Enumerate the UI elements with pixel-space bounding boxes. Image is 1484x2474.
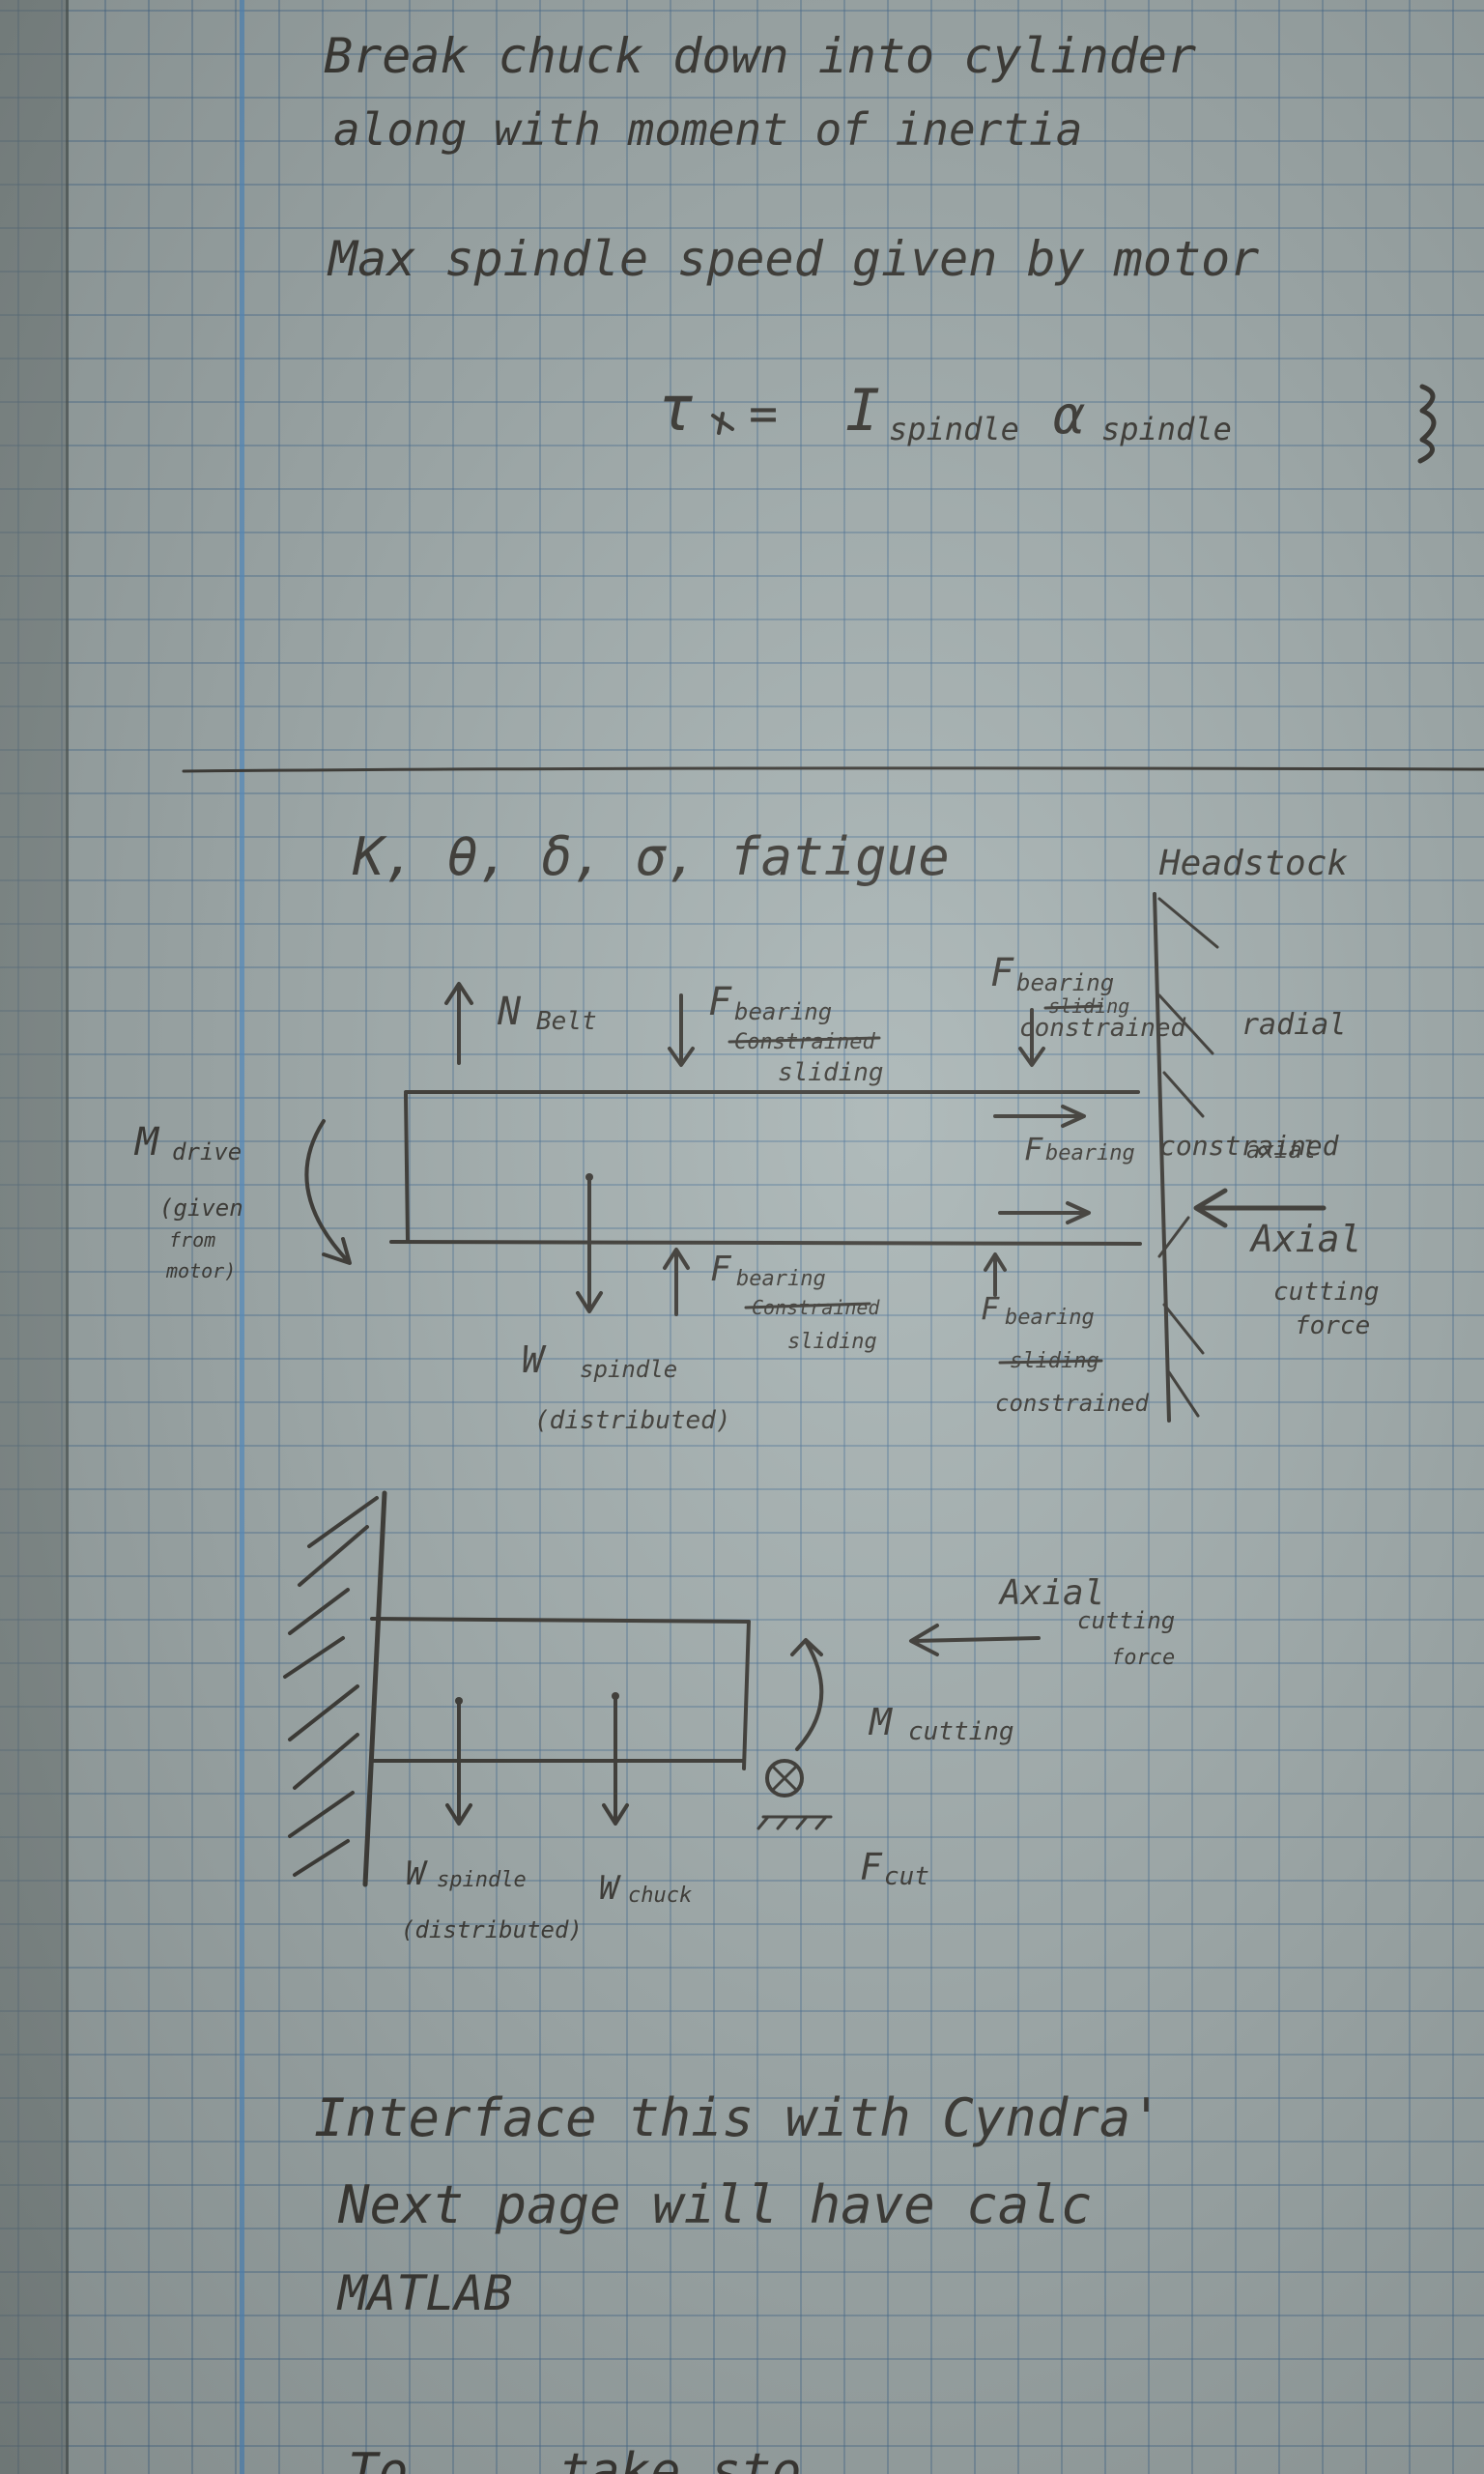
axial-cutting-arrow-2 — [909, 1624, 1041, 1656]
axial-cutting-2-label-2: cutting — [1077, 1607, 1175, 1634]
m-drive-note-2: from — [169, 1228, 215, 1251]
note-line-1: Break chuck down into cylinder — [324, 28, 1196, 84]
w-spindle-arrow — [576, 1177, 603, 1313]
equals-sign: = — [749, 386, 778, 442]
axial-arrow-lower — [998, 1201, 1091, 1224]
f-bearing-top-subscript: bearing — [734, 998, 832, 1025]
ground-hatching — [756, 1815, 833, 1830]
m-cutting-subscript: cutting — [908, 1717, 1014, 1746]
parameters-line: K, θ, δ, σ, fatigue — [352, 826, 950, 887]
headstock-wall — [1153, 892, 1171, 1423]
spindle-bottom-edge — [389, 1240, 1142, 1246]
m-drive-label: M — [133, 1120, 160, 1165]
note-line-2: along with moment of inertia — [333, 103, 1082, 156]
alpha-subscript: spindle — [1101, 411, 1232, 447]
radial-label: radial — [1241, 1008, 1346, 1042]
f-bearing-bot-label: F — [710, 1250, 732, 1289]
m-drive-note-3: motor) — [165, 1259, 236, 1282]
strike-line — [744, 1302, 871, 1309]
f-bearing-top-note: sliding — [778, 1058, 884, 1087]
strike-line — [1043, 1004, 1103, 1010]
w-spindle-2-note: (distributed) — [401, 1916, 583, 1943]
bottom-line-3: MATLAB — [336, 2265, 513, 2321]
f-bearing-right-note: constrained — [1019, 1014, 1186, 1043]
f-bearing-br-subscript: bearing — [1005, 1306, 1095, 1330]
n-belt-subscript: Belt — [536, 1007, 597, 1036]
w-spindle-point — [585, 1173, 593, 1181]
f-bearing-bot-subscript: bearing — [736, 1267, 826, 1291]
f-bearing-right-arrow — [1018, 1008, 1045, 1067]
inertia-subscript: spindle — [889, 411, 1019, 447]
note-line-3: Max spindle speed given by motor — [327, 231, 1259, 287]
f-bearing-right-subscript: bearing — [1016, 969, 1114, 996]
wall-hatching — [1157, 897, 1219, 1418]
w-spindle-subscript: spindle — [580, 1356, 677, 1383]
m-drive-note-1: (given — [159, 1194, 243, 1222]
fixed-wall — [362, 1490, 387, 1887]
axial-note-2: axial — [1246, 1136, 1316, 1164]
bottom-line-1: Interface this with Cyndra' — [314, 2087, 1162, 2148]
bottom-line-2: Next page will have calc — [337, 2174, 1092, 2235]
w-spindle-note: (distributed) — [534, 1406, 731, 1435]
f-cut-label: F — [860, 1846, 883, 1888]
into-page-cross — [771, 1765, 798, 1792]
w-chuck-arrow — [602, 1696, 629, 1826]
adjacent-page-edge — [0, 0, 69, 2474]
wall-hatching — [283, 1496, 379, 1877]
beam-top-edge — [370, 1617, 751, 1624]
cantilever-fbd: Axial cutting force M cutting F cut W sp… — [283, 1490, 1175, 1943]
axial-cutting-2-label-1: Axial — [998, 1573, 1104, 1613]
n-belt-arrow — [444, 982, 473, 1065]
w-chuck-label: W — [599, 1869, 621, 1908]
axial-cutting-label-3: force — [1295, 1311, 1370, 1340]
inertia-symbol: I — [845, 377, 880, 445]
axial-cutting-arrow — [1193, 1188, 1327, 1228]
bottom-line-4: To ... take sto — [348, 2443, 802, 2474]
alpha-symbol: α — [1053, 385, 1085, 446]
f-bearing-br-note: constrained — [995, 1390, 1149, 1417]
section-divider — [182, 766, 1484, 773]
n-belt-label: N — [497, 990, 522, 1034]
m-cutting-label: M — [868, 1701, 893, 1743]
w-spindle-2-label: W — [406, 1855, 428, 1893]
f-bearing-br-arrow — [984, 1252, 1007, 1297]
beam-end — [742, 1620, 751, 1770]
f-bearing-axial-label: F — [1024, 1131, 1043, 1167]
margin-line — [240, 0, 244, 2474]
f-bearing-right-label: F — [990, 951, 1014, 995]
f-bearing-axial-subscript: bearing — [1045, 1141, 1135, 1165]
axial-cutting-2-label-3: force — [1111, 1646, 1175, 1670]
m-drive-subscript: drive — [172, 1138, 242, 1165]
f-bearing-top-arrow — [668, 993, 695, 1067]
strike-line — [728, 1036, 881, 1044]
w-spindle-label: W — [522, 1338, 547, 1381]
f-bearing-bot-note: sliding — [787, 1330, 877, 1354]
w-chuck-subscript: chuck — [628, 1884, 692, 1908]
axial-arrow-upper — [993, 1105, 1086, 1128]
torque-symbol: τ — [657, 374, 695, 446]
strike-mark — [711, 412, 734, 435]
axial-note-1: constrained — [1159, 1130, 1340, 1162]
w-spindle-2-subscript: spindle — [437, 1868, 527, 1892]
headstock-label: Headstock — [1158, 844, 1348, 883]
scribble-mark — [1417, 384, 1437, 464]
spindle-left-edge — [404, 1092, 410, 1244]
axial-cutting-label-1: Axial — [1249, 1218, 1361, 1260]
spindle-fbd: Headstock N Belt F bearing Constrained s… — [133, 844, 1380, 1435]
f-bearing-br-label: F — [981, 1290, 1000, 1327]
m-cutting-arrow — [790, 1638, 824, 1751]
into-page-symbol — [765, 1759, 804, 1798]
strike-line — [998, 1359, 1103, 1365]
f-bearing-bot-arrow — [663, 1248, 690, 1316]
axial-cutting-label-2: cutting — [1273, 1278, 1380, 1307]
w-spindle-2-arrow — [445, 1701, 472, 1826]
m-drive-arrow — [304, 1119, 352, 1265]
torque-equation: τ = I spindle α spindle — [657, 374, 1437, 464]
f-bearing-top-label: F — [708, 980, 732, 1024]
f-cut-subscript: cut — [884, 1862, 929, 1891]
